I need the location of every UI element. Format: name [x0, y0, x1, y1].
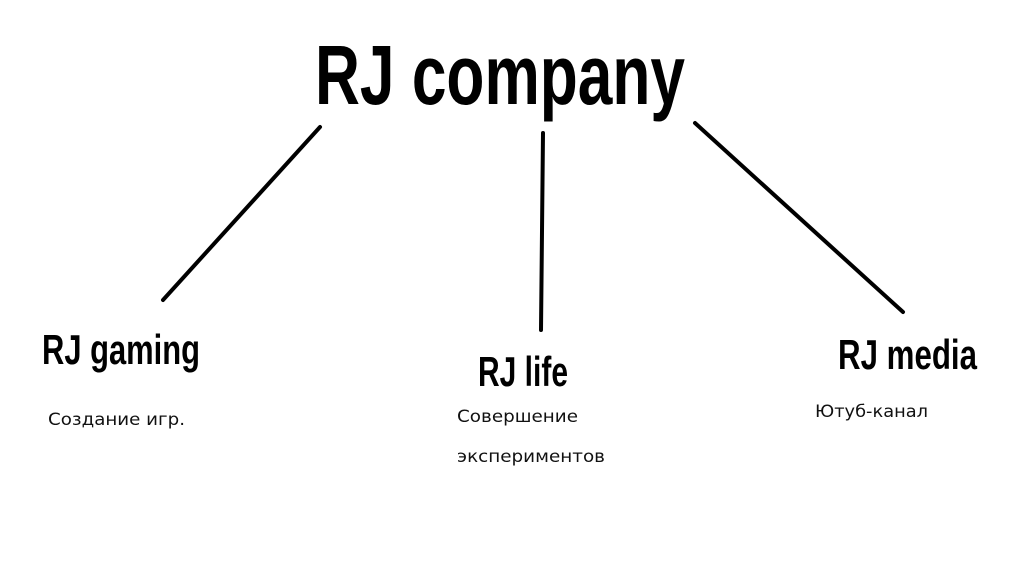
- branch-gaming: RJ gaming Создание игр.: [42, 326, 200, 430]
- root-title: RJ company: [315, 28, 685, 122]
- edge-to-media: [693, 121, 905, 314]
- branch-description: Создание игр.: [48, 410, 185, 430]
- branch-title: RJ media: [838, 331, 977, 378]
- branch-title: RJ gaming: [42, 326, 200, 373]
- branch-title: RJ life: [478, 348, 568, 395]
- edge-to-gaming: [161, 125, 322, 302]
- branch-life: RJ life Совершение экспериментов: [457, 348, 605, 467]
- branch-description: Ютуб-канал: [815, 402, 928, 422]
- branch-description: экспериментов: [457, 447, 605, 467]
- branch-media: RJ media Ютуб-канал: [815, 331, 977, 422]
- edge-to-life: [539, 131, 545, 332]
- branch-description: Совершение: [457, 407, 578, 427]
